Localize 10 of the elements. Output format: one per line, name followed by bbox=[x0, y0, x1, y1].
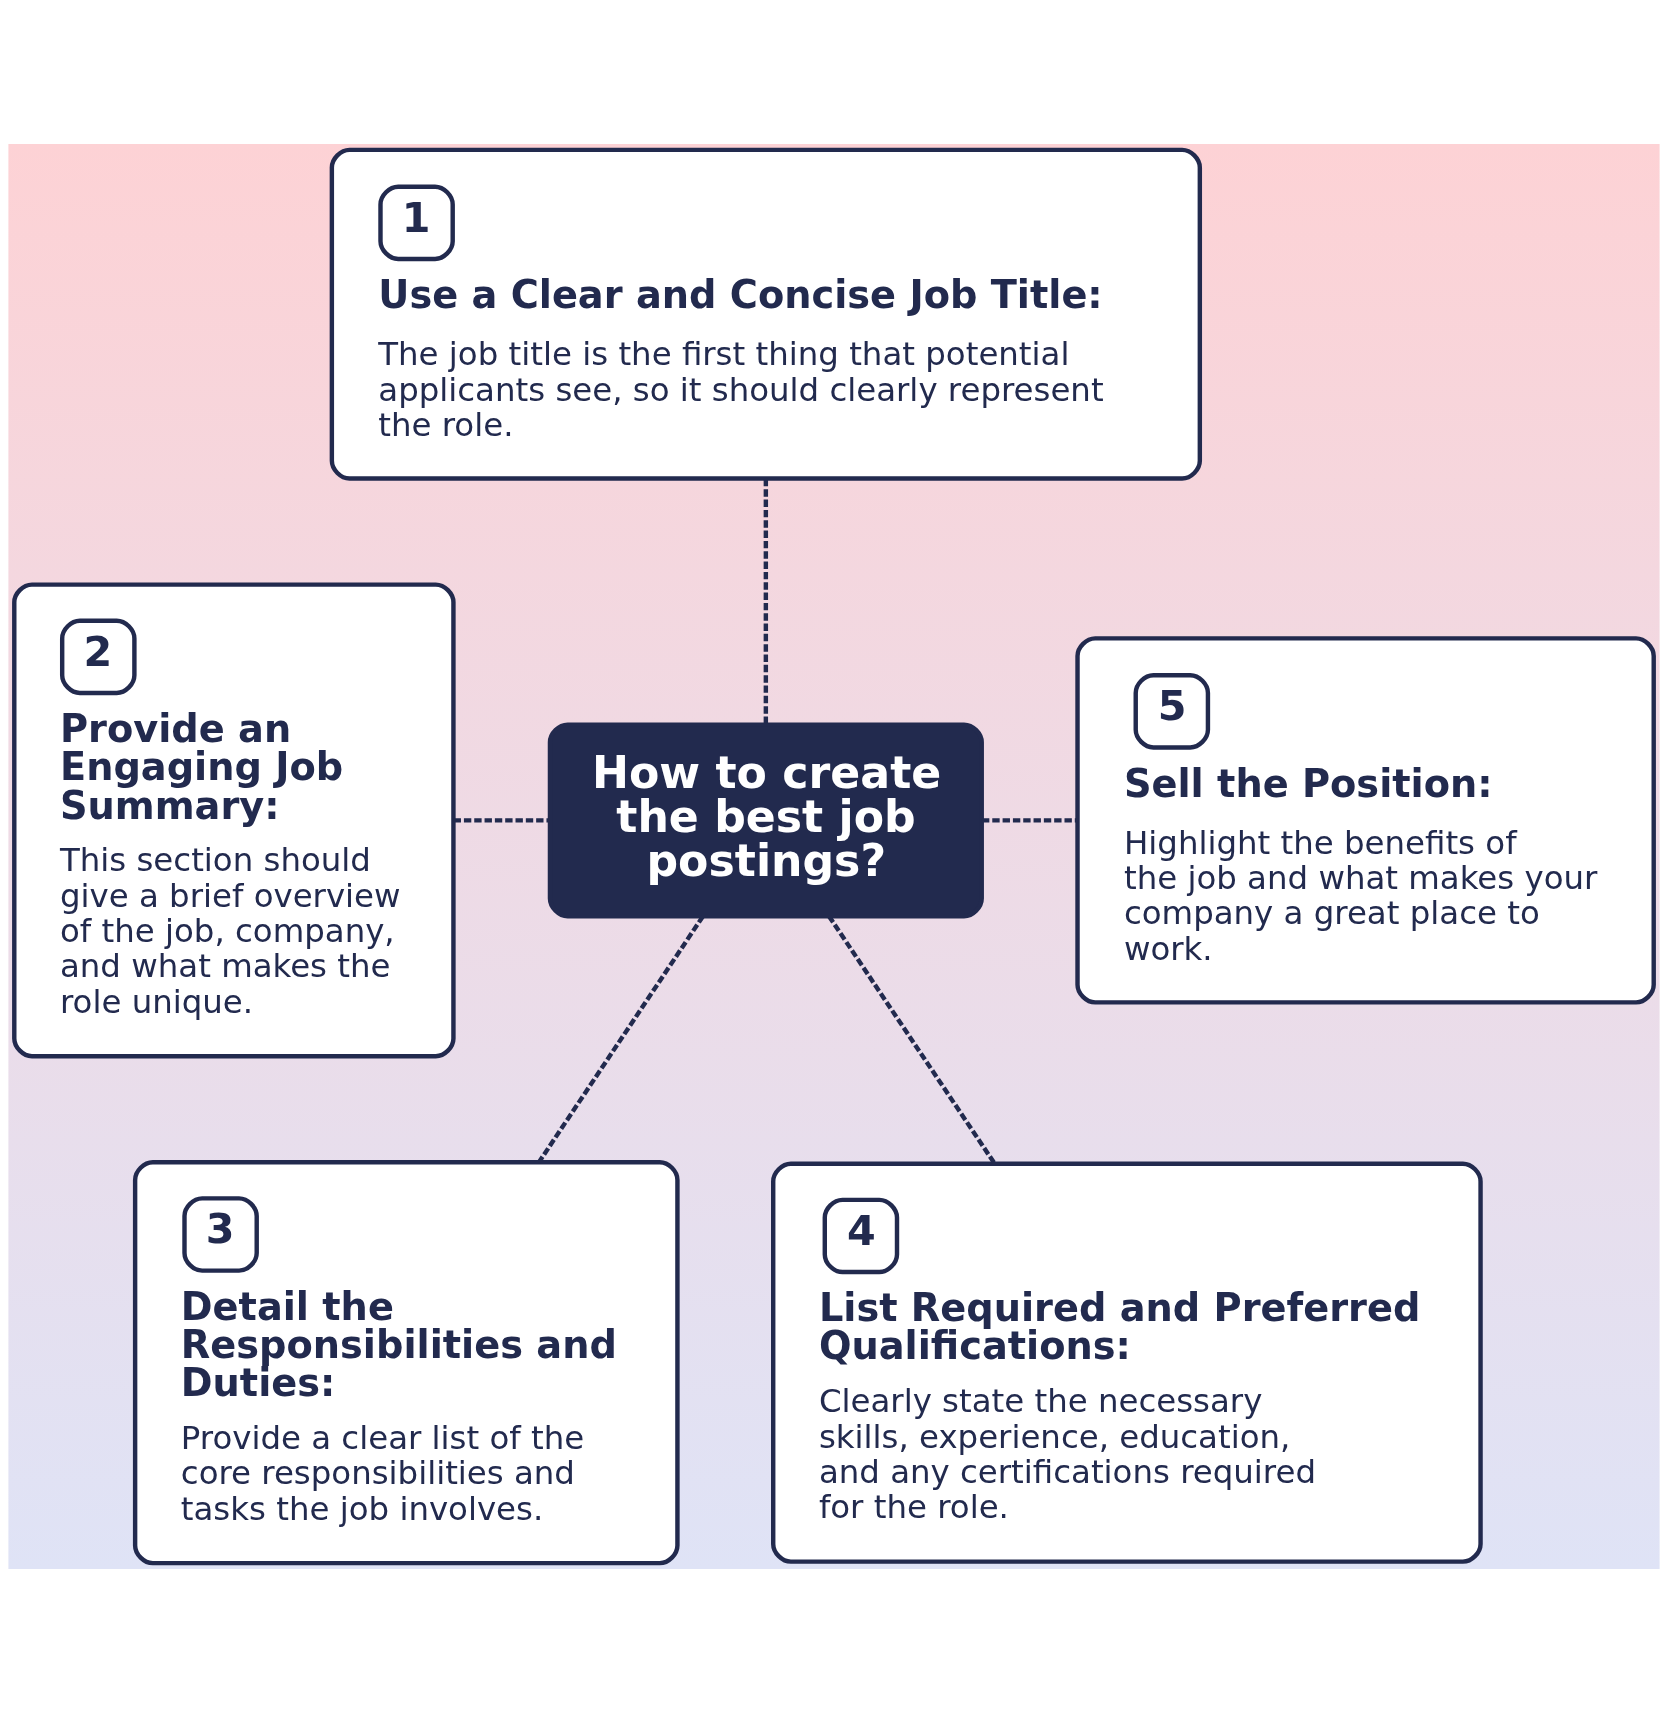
connector bbox=[827, 915, 997, 1165]
connector bbox=[981, 818, 1078, 823]
node-box: 2 Provide an Engaging Job Summary: This section should give a brief overview of the job, company, and what makes the role unique. bbox=[12, 582, 456, 1059]
node-box: 5 Sell the Position: Highlight the benefits of the job and what makes your company a great place to work. bbox=[1075, 636, 1656, 1005]
connector bbox=[453, 818, 550, 823]
connector bbox=[763, 479, 769, 725]
node-box: 4 List Required and Preferred Qualifications: Clearly state the necessary skills, experience, education, and any certifications required for the role. bbox=[771, 1161, 1483, 1564]
node-box: 3 Detail the Responsibilities and Duties: Provide a clear list of the core responsibilities and tasks the job involves. bbox=[132, 1160, 680, 1566]
node-box: 1 Use a Clear and Concise Job Title: The job title is the first thing that potential applicants see, so it should clearly represent the role. bbox=[329, 147, 1203, 481]
node-box: How to create the best job postings? bbox=[547, 722, 984, 919]
